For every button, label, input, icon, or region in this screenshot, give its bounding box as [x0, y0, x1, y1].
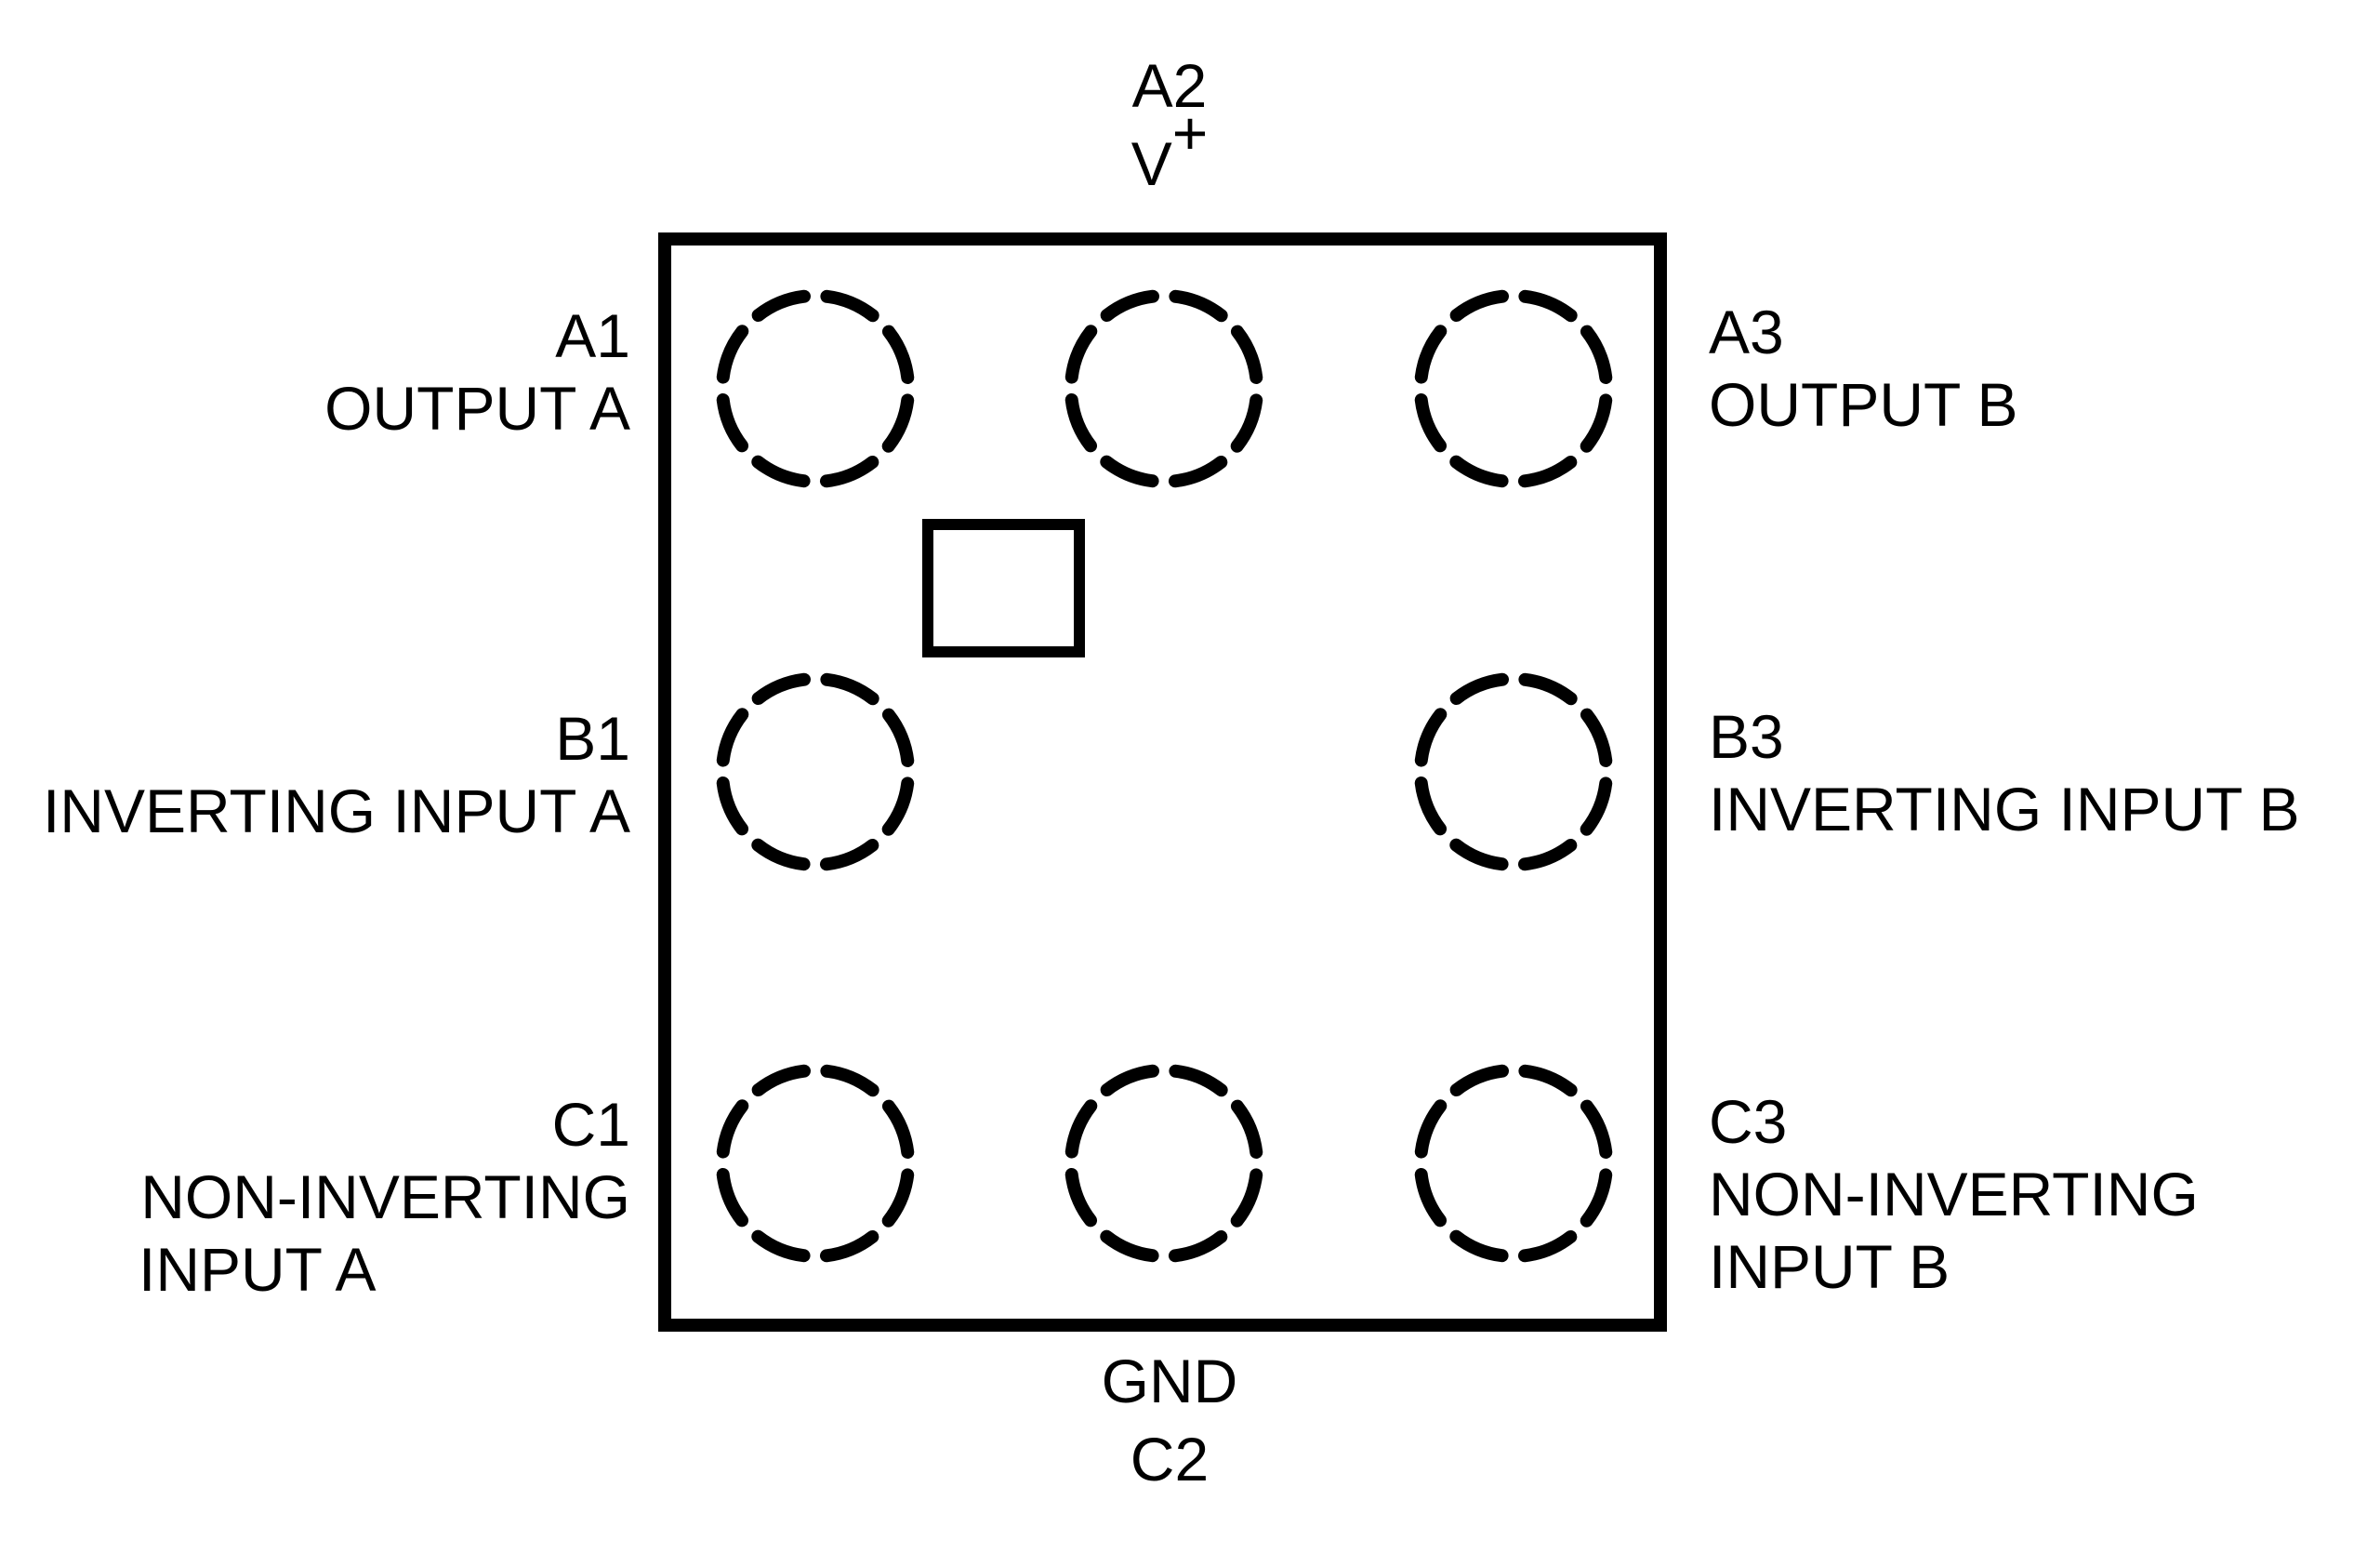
pin-function-c1-line1: NON-INVERTING: [140, 1162, 630, 1231]
ball-A3: [1414, 289, 1613, 488]
pin-id-b1: B1: [555, 704, 630, 773]
pin-function-b3: INVERTING INPUT B: [1709, 775, 2300, 843]
pin-function-b1: INVERTING INPUT A: [42, 776, 630, 845]
pin-function-c1-line2: INPUT A: [139, 1235, 377, 1304]
pin-id-c1: C1: [551, 1090, 630, 1159]
pin-function-a2: V+: [1130, 102, 1209, 203]
pin-function-c3-line2: INPUT B: [1709, 1232, 1950, 1301]
pin-function-a1: OUTPUT A: [324, 374, 630, 443]
ball-B3: [1414, 672, 1613, 871]
pin-id-c2: C2: [1130, 1425, 1210, 1493]
ball-A1: [716, 289, 915, 488]
pin-label-b1: B1 INVERTING INPUT A: [0, 702, 630, 847]
pin-id-a2: A2: [1131, 51, 1208, 120]
ball-C2: [1064, 1064, 1263, 1263]
ball-C1: [716, 1064, 915, 1263]
ball-A2: [1064, 289, 1263, 488]
pin-function-c2: GND: [1101, 1347, 1238, 1415]
ball-B1: [716, 672, 915, 871]
pin-label-a3: A3 OUTPUT B: [1709, 296, 2017, 441]
pin-function-c3-line1: NON-INVERTING: [1709, 1160, 2199, 1228]
pin-label-a1: A1 OUTPUT A: [0, 299, 630, 445]
pin-id-a1: A1: [555, 301, 630, 370]
pin-id-a3: A3: [1709, 298, 1784, 366]
package-outline: [658, 232, 1667, 1332]
pin-function-a3: OUTPUT B: [1709, 370, 2018, 439]
pin-label-c1: C1 NON-INVERTING INPUT A: [139, 1088, 630, 1306]
ball-grid: [716, 289, 1613, 1263]
pin-label-a2: A2 V+: [1131, 46, 1209, 203]
pin-id-b3: B3: [1709, 702, 1784, 771]
pin-label-c2: GND C2: [1102, 1342, 1238, 1498]
vplus-base: V: [1130, 129, 1172, 198]
pin-id-c3: C3: [1709, 1087, 1788, 1156]
ball-C3: [1414, 1064, 1613, 1263]
vplus-superscript: +: [1171, 99, 1209, 167]
pin-label-c3: C3 NON-INVERTING INPUT B: [1709, 1085, 2199, 1303]
pin-label-b3: B3 INVERTING INPUT B: [1709, 700, 2300, 845]
pin-a1-index-marker: [922, 519, 1085, 657]
